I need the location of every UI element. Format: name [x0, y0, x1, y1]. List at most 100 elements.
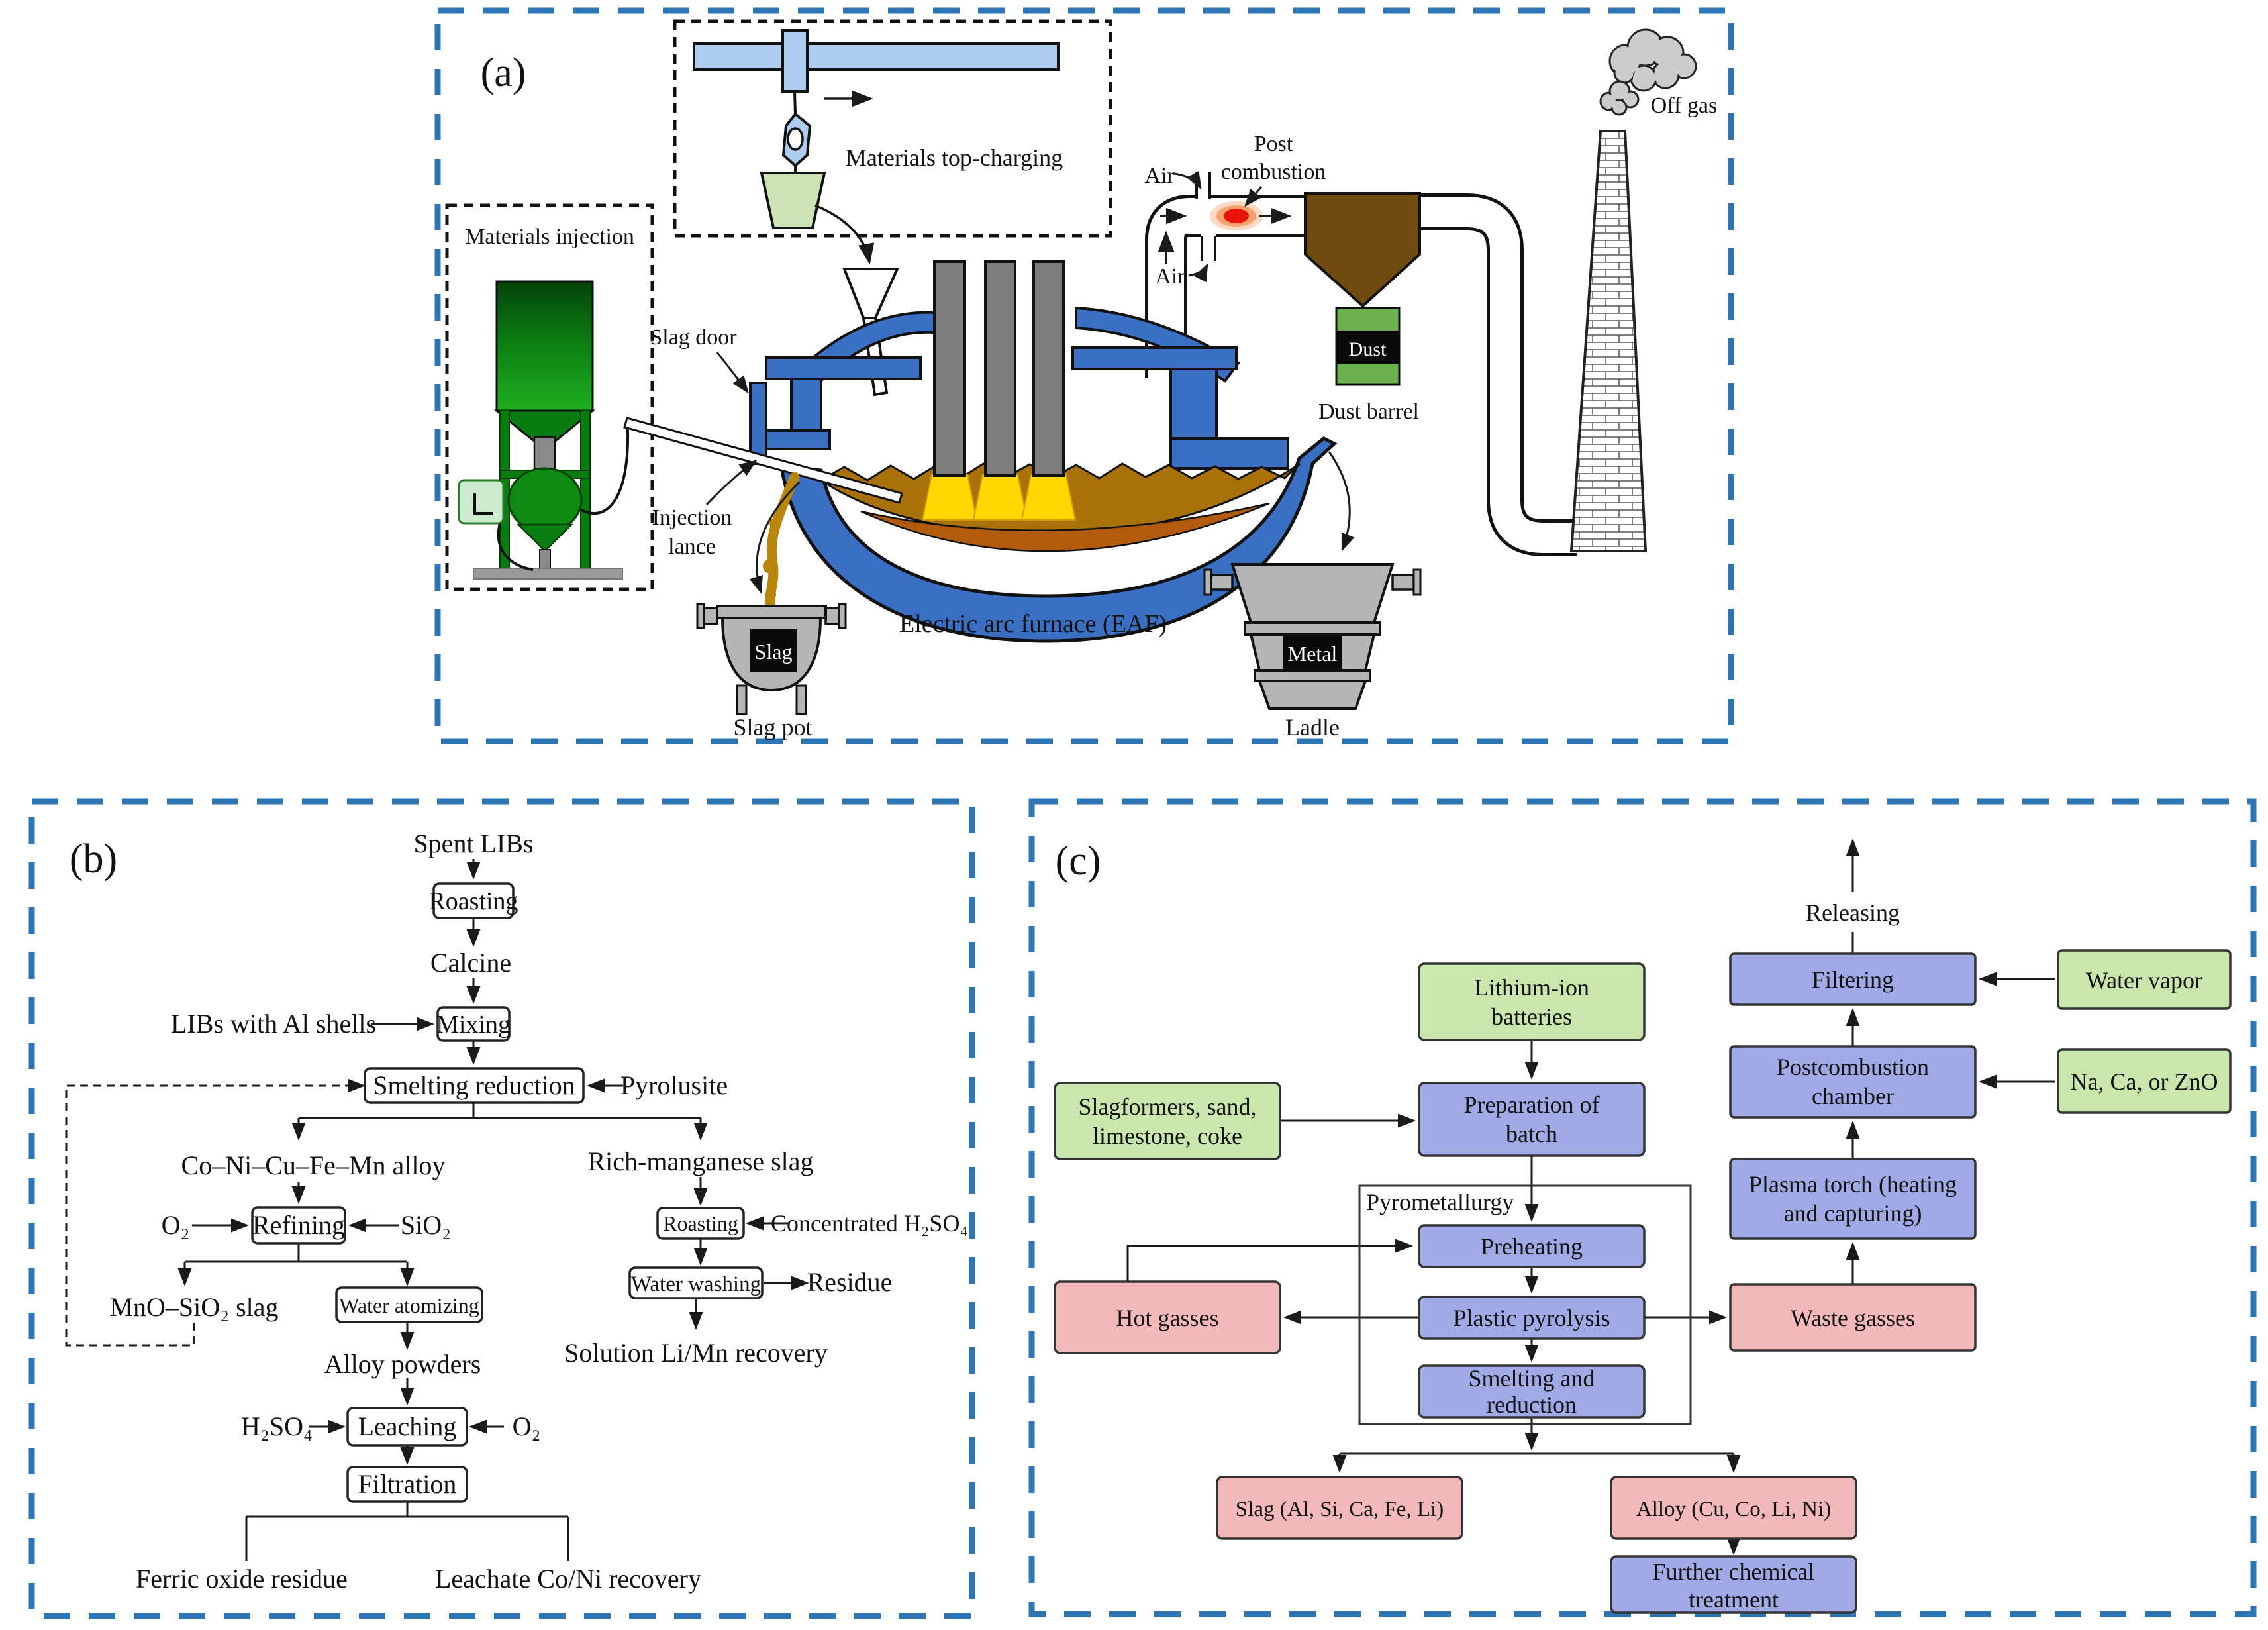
o2-right-text: O₂: [513, 1411, 541, 1441]
slag-door-assembly: [749, 356, 922, 465]
control-box: [458, 479, 505, 525]
slag-pot-caption: Slag pot: [733, 714, 812, 740]
materials-injection-unit: Materials injection: [445, 203, 654, 591]
panel-c: (c) Pyrometallurgy: [1028, 798, 2257, 1617]
panel-b: (b): [28, 798, 975, 1619]
preheating-text: Preheating: [1481, 1233, 1583, 1260]
ladle-caption: Ladle: [1285, 714, 1340, 740]
mixing-box: [436, 1006, 511, 1042]
panel-c-connectors: [1126, 839, 2055, 1555]
injection-lance-label-2: lance: [668, 535, 716, 559]
alloy-output-box: [1610, 1476, 1857, 1540]
ladle: Metal: [1203, 563, 1422, 710]
panel-c-border: [1028, 798, 2257, 1617]
slag-output-text: Slag (Al, Si, Ca, Fe, Li): [1236, 1498, 1444, 1521]
smelting-reduction-box: [364, 1067, 585, 1104]
lithium-text-1: Lithium-ion: [1474, 974, 1589, 1001]
slagformers-text-1: Slagformers, sand,: [1079, 1094, 1257, 1120]
water-vapor-box: [2057, 949, 2232, 1010]
injection-lance-label-1: Injection: [652, 505, 732, 530]
slag-output-box: [1216, 1476, 1463, 1540]
lithium-text-2: batteries: [1491, 1003, 1572, 1030]
bucket-to-funnel-arrow: [814, 204, 875, 265]
conc-h2so4-text: Concentrated H₂SO₄: [771, 1210, 968, 1237]
crane-beam: [693, 42, 1060, 71]
silo-hopper: [493, 409, 596, 442]
pyrometallurgy-container: [1358, 1184, 1692, 1425]
air-top-label: Air: [1144, 164, 1175, 188]
electrode-3: [1032, 260, 1065, 477]
leaching-box: [346, 1407, 468, 1447]
melt-pool: [860, 502, 1270, 552]
offgas-duct-secondary: [1417, 193, 1577, 556]
pyrolusite-text: Pyrolusite: [620, 1070, 728, 1100]
slag-stream: [763, 472, 800, 609]
chimney: [1569, 130, 1648, 552]
smelting-text-1: Smelting and: [1469, 1365, 1595, 1392]
alloy-powders-text: Alloy powders: [324, 1349, 481, 1379]
charging-bucket: [760, 172, 826, 229]
offgas-duct-primary: [1145, 172, 1308, 378]
filtration-box: [346, 1466, 468, 1503]
panel-b-boxes: Roasting Mixing Smelting reduction Refin…: [251, 882, 764, 1503]
hot-gasses-box: [1054, 1280, 1281, 1354]
mno-sio2-slag-text: MnO–SiO₂ slag: [109, 1292, 278, 1322]
sio2-text: SiO₂: [401, 1210, 451, 1240]
preparation-text-2: batch: [1506, 1121, 1557, 1147]
silo-body: [495, 280, 594, 412]
water-atomizing-box: [335, 1286, 483, 1323]
panel-b-label: (b): [70, 837, 117, 882]
alloy-output-text: Alloy (Cu, Co, Li, Ni): [1636, 1498, 1831, 1521]
air-bottom-label: Air: [1155, 264, 1185, 289]
solution-li-mn-text: Solution Li/Mn recovery: [564, 1338, 828, 1368]
na-ca-zno-text: Na, Ca, or ZnO: [2071, 1068, 2218, 1095]
spent-libs-text: Spent LIBs: [413, 829, 533, 858]
preheating-box: [1418, 1224, 1646, 1268]
dust-barrel: Dust: [1335, 307, 1401, 386]
na-ca-zno-box: [2057, 1048, 2232, 1114]
plastic-pyrolysis-text: Plastic pyrolysis: [1453, 1305, 1610, 1331]
h2so4-text: H₂SO₄: [241, 1411, 313, 1441]
metal-label: Metal: [1288, 642, 1338, 666]
smoke-cloud-small: [1599, 80, 1640, 116]
post-combustion-label-2: combustion: [1221, 160, 1326, 184]
roasting-text: Roasting: [428, 888, 518, 915]
dust-barrel-caption: Dust barrel: [1318, 399, 1419, 424]
post-combustion-label-1: Post: [1254, 132, 1293, 156]
slag-pot: Slag: [696, 603, 847, 715]
slagformers-text-2: limestone, coke: [1093, 1123, 1242, 1149]
smelting-box: [1418, 1364, 1646, 1419]
slag-label: Slag: [755, 640, 793, 664]
plasma-torch-box: [1729, 1158, 1977, 1240]
o2-left-text: O₂: [162, 1210, 190, 1240]
eaf-caption: Electric arc furnace (EAF): [899, 610, 1167, 638]
panel-a-svg: (a) Materials injection Materials top-ch…: [434, 7, 1734, 744]
postcombustion-text-2: chamber: [1812, 1083, 1894, 1109]
eaf-vessel: [779, 436, 1338, 643]
lithium-box: [1418, 962, 1646, 1041]
panel-a-border: [434, 7, 1734, 744]
refining-text: Refining: [252, 1210, 345, 1240]
rich-mn-slag-text: Rich-manganese slag: [588, 1146, 814, 1176]
leachate-text: Leachate Co/Ni recovery: [435, 1564, 701, 1594]
refining-box: [251, 1206, 346, 1245]
roasting-box: [432, 882, 515, 919]
injection-lance: [623, 417, 903, 504]
residue-text: Residue: [807, 1267, 893, 1297]
water-atomizing-text: Water atomizing: [339, 1294, 479, 1317]
electrode-1: [933, 260, 966, 477]
metal-pour-arrow: [1328, 451, 1355, 552]
materials-injection-label: Materials injection: [465, 225, 634, 249]
injection-tank: [507, 467, 583, 533]
releasing-text: Releasing: [1806, 899, 1900, 926]
water-vapor-text: Water vapor: [2086, 967, 2202, 993]
slag-door-label: Slag door: [650, 325, 737, 350]
further-treatment-text-1: Further chemical: [1653, 1558, 1815, 1585]
plasma-torch-text-1: Plasma torch (heating: [1749, 1171, 1957, 1197]
calcine-text: Calcine: [430, 948, 511, 978]
postcombustion-box: [1729, 1045, 1977, 1119]
co-ni-cu-fe-mn-text: Co–Ni–Cu–Fe–Mn alloy: [181, 1150, 446, 1180]
filtering-box: [1729, 952, 1977, 1006]
top-charging-label: Materials top-charging: [846, 144, 1063, 171]
panel-b-labels: Spent LIBs Calcine LIBs with Al shells P…: [109, 829, 968, 1594]
